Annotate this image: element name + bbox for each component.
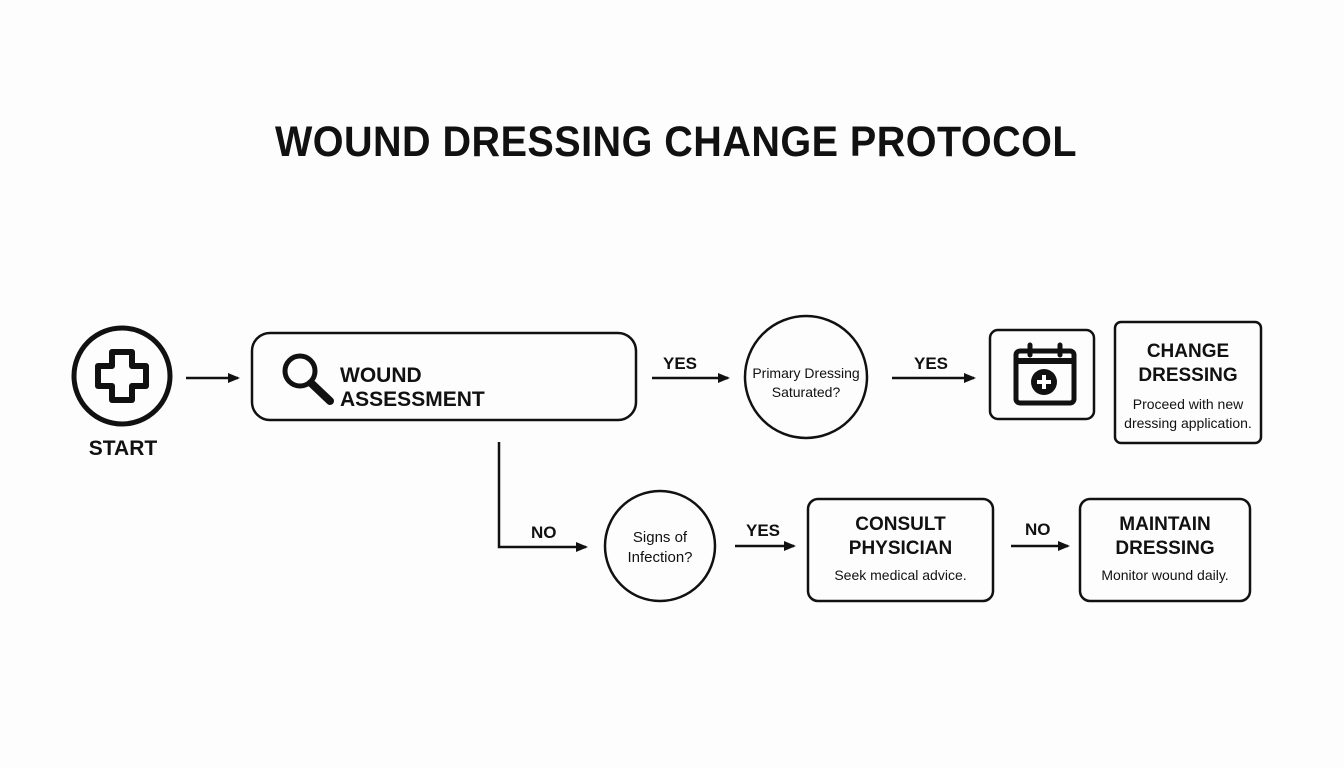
assessment-node [250,331,638,422]
maintain-dressing-title: MAINTAIN DRESSING [1080,513,1250,561]
consult-physician-desc: Seek medical advice. [834,567,967,583]
change-dressing-node [1113,320,1263,445]
change-dressing-desc: Proceed with new dressing application. [1115,395,1261,433]
edge-label-no-2: NO [1025,520,1051,539]
decision-saturated-line1: Primary Dressing [752,365,860,381]
edge-label-yes-1: YES [663,354,698,373]
calendar-plus-icon [1013,342,1077,406]
maintain-dressing-title-line1: MAINTAIN [1119,514,1211,535]
start-label: START [88,437,158,460]
change-dressing-title-line2: DRESSING [1138,365,1238,386]
decision-infection-line1: Signs of [632,529,688,546]
maintain-dressing-desc: Monitor wound daily. [1101,567,1229,583]
decision-infection-text: Signs of Infection? [610,528,710,568]
assessment-label: WOUND ASSESSMENT [340,364,485,411]
change-dressing-title-line1: CHANGE [1146,341,1230,362]
decision-saturated-text: Primary Dressing Saturated? [742,364,870,402]
start-node [71,325,173,427]
edge-label-yes-2: YES [914,354,949,373]
medical-cross-icon [95,349,149,403]
decision-saturated-node [743,314,869,440]
consult-physician-title-line2: PHYSICIAN [848,538,953,559]
maintain-dressing-node [1078,497,1252,603]
decision-infection-node [603,489,717,603]
change-dressing-title: CHANGE DRESSING [1115,340,1261,388]
consult-physician-title: CONSULT PHYSICIAN [808,513,993,561]
change-dressing-desc-line1: Proceed with new [1132,396,1244,412]
page-title: WOUND DRESSING CHANGE PROTOCOL [274,118,1078,166]
decision-saturated-line2: Saturated? [771,384,841,400]
consult-physician-node [806,497,995,603]
arrow-assessment-to-infection [497,442,588,552]
decision-infection-line2: Infection? [627,549,693,566]
edge-label-yes-3: YES [746,521,781,540]
edge-label-no-1: NO [531,523,557,542]
magnifier-icon [282,353,334,405]
maintain-dressing-title-line2: DRESSING [1115,538,1215,559]
consult-physician-title-line1: CONSULT [855,514,946,535]
schedule-node [988,328,1096,421]
change-dressing-desc-line2: dressing application. [1124,415,1252,431]
